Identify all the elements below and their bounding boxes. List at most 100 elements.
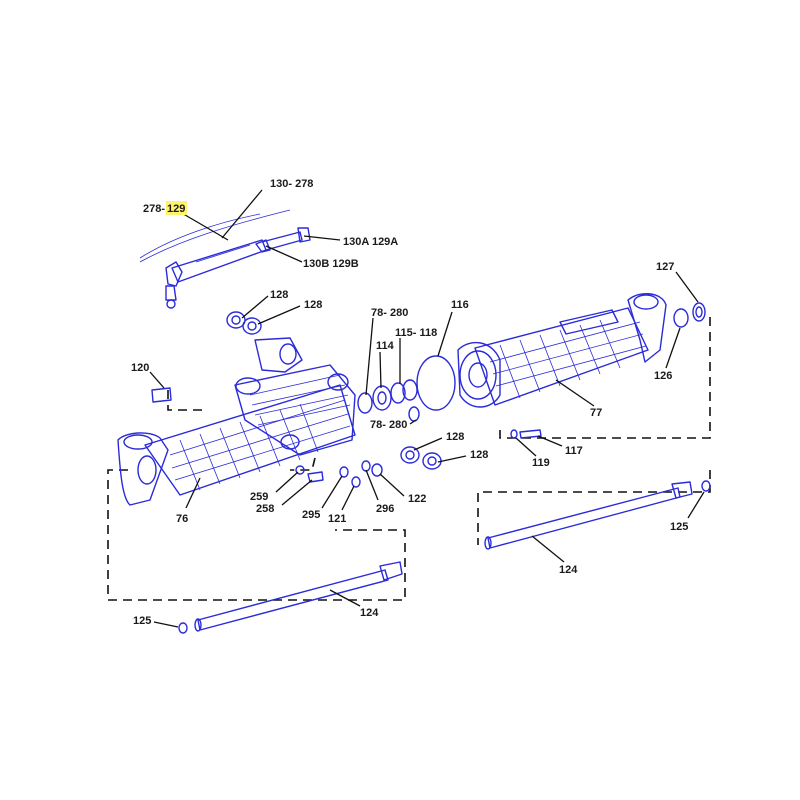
highlight-129 — [166, 201, 187, 215]
callout-124-left: 124 — [360, 607, 379, 619]
leader-78-280-bottom — [409, 419, 417, 425]
left-assembly-frame — [107, 390, 406, 601]
housing-77-top-block — [559, 309, 619, 335]
oring-78-280-top — [357, 392, 373, 414]
plate-120-shape — [151, 387, 172, 403]
callout-120: 120 — [131, 362, 149, 374]
oring-116 — [416, 355, 456, 411]
plug-258 — [307, 471, 324, 483]
ball-joint-nut — [166, 299, 176, 309]
callout-119: 119 — [532, 457, 550, 469]
callout-296: 296 — [376, 503, 394, 515]
bearing-128-d-bore — [427, 456, 437, 466]
axle-housing-76 — [117, 337, 356, 506]
callout-128-a: 128 — [270, 289, 288, 301]
housing-77-hub — [457, 341, 501, 408]
shaft-124-right-body — [487, 487, 681, 549]
leader-128-b — [257, 305, 301, 325]
housing-77-ribs — [499, 319, 621, 399]
leader-122 — [379, 473, 405, 497]
callout-117: 117 — [565, 445, 583, 457]
leader-128-a — [241, 295, 269, 319]
callout-116: 116 — [451, 299, 469, 311]
leader-117 — [537, 435, 563, 447]
cylinder-body — [171, 239, 267, 283]
callout-78-280-bottom: 78- 280 — [370, 419, 407, 431]
shaft-124-right — [484, 480, 711, 550]
housing-77-flange — [627, 293, 667, 363]
callout-121: 121 — [328, 513, 346, 525]
flange-77-bore — [633, 294, 659, 310]
leader-114 — [379, 351, 382, 389]
callout-126: 126 — [654, 370, 672, 382]
leader-76 — [185, 477, 201, 509]
cylinder-cut-line — [139, 209, 291, 263]
bearing-128-c — [400, 446, 420, 464]
callout-115-118: 115- 118 — [395, 327, 437, 339]
leader-119 — [515, 437, 537, 457]
fitting-259 — [295, 465, 305, 475]
callout-labels: 130- 278 278- 129 130A 129A 130B 129B 12… — [131, 178, 688, 627]
leader-130a — [303, 235, 341, 241]
seal-stack — [357, 355, 456, 422]
cylinder-edge — [195, 244, 251, 263]
bearing-128-b-bore — [247, 321, 257, 331]
callout-128-c: 128 — [446, 431, 464, 443]
bushings-126-127 — [673, 302, 706, 328]
callout-130a-129a: 130A 129A — [343, 236, 398, 248]
leader-116 — [437, 311, 453, 357]
housing-port-right — [327, 373, 349, 391]
housing-76-flange — [117, 432, 169, 506]
callout-130b-129b: 130B 129B — [303, 258, 359, 270]
callout-278: 278- — [143, 203, 165, 215]
leader-296 — [365, 469, 379, 501]
shaft-124-left — [178, 561, 403, 634]
hub-bore — [468, 362, 488, 388]
callout-114: 114 — [376, 340, 395, 352]
center-housing-ribs — [249, 374, 351, 426]
axle-housing-77 — [457, 293, 667, 408]
ring-125-right — [701, 480, 711, 492]
shaft-124-right-end — [484, 536, 492, 550]
ring-115 — [390, 382, 406, 404]
callout-125-left: 125 — [133, 615, 151, 627]
bearing-128-c-bore — [405, 450, 415, 460]
callout-125-right: 125 — [670, 521, 688, 533]
leader-278-129 — [179, 211, 229, 241]
cylinder-eye — [165, 261, 183, 287]
cylinder-rod — [261, 231, 303, 251]
leader-130b — [265, 245, 303, 263]
hub-face — [459, 350, 497, 400]
bearings-128-lower — [400, 446, 442, 470]
leader-124-right — [531, 535, 565, 563]
leader-130-278 — [221, 189, 263, 239]
bearing-128-a-bore — [231, 315, 241, 325]
leader-125-right — [687, 491, 705, 519]
leader-78-280-top — [365, 317, 374, 396]
callout-124-right: 124 — [559, 564, 578, 576]
small-fittings — [295, 460, 383, 488]
cylinder-port-fitting — [255, 239, 271, 253]
cylinder-ball-joint — [165, 285, 177, 301]
shaft-124-right-spline — [671, 481, 693, 499]
leader-lines — [149, 189, 705, 628]
bolt-117 — [519, 429, 542, 439]
washer-121 — [351, 476, 361, 488]
center-housing — [234, 364, 356, 456]
callout-295: 295 — [302, 509, 320, 521]
bushing-126 — [673, 308, 689, 328]
shaft-124-left-spline — [379, 561, 403, 581]
cylinder-cut-line-2 — [139, 213, 261, 259]
callout-129-highlighted: 129 — [167, 203, 185, 215]
housing-port-left — [235, 377, 261, 395]
callout-122: 122 — [408, 493, 426, 505]
bearings-128-upper — [226, 311, 262, 335]
center-housing-lug — [254, 337, 303, 373]
callout-258: 258 — [256, 503, 274, 515]
leader-258 — [281, 479, 313, 506]
leader-120 — [149, 371, 165, 389]
shaft-124-left-end — [194, 618, 202, 632]
leader-121 — [341, 485, 355, 511]
callout-127: 127 — [656, 261, 674, 273]
